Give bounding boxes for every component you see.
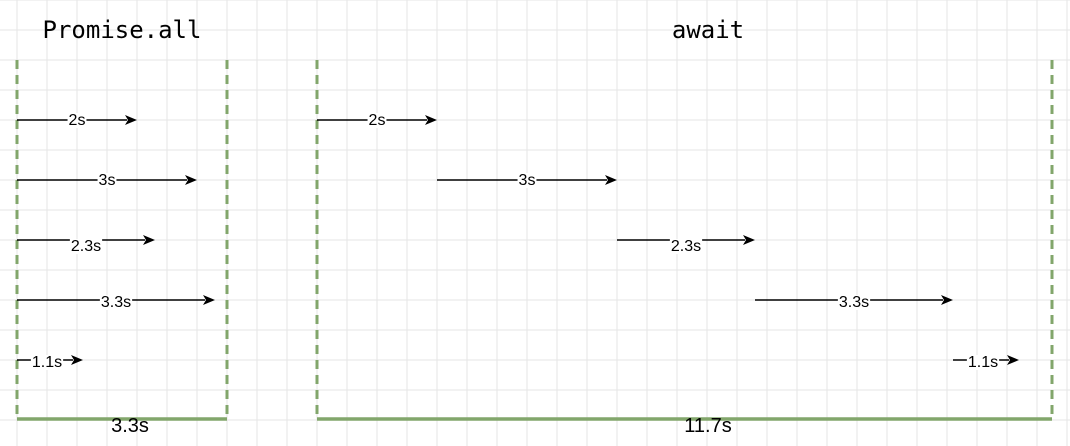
promise-all-arrows: 2s 3s 2.3s 3.3s 1.1s: [17, 112, 215, 371]
arrow-duration-label: 2.3s: [71, 238, 101, 255]
arrow-duration-label: 2.3s: [671, 238, 701, 255]
arrow-duration-label: 3.3s: [101, 294, 131, 311]
arrow-label-background: [669, 239, 703, 254]
arrow-duration-label: 3.3s: [839, 294, 869, 311]
duration-arrow: 3.3s: [17, 294, 215, 311]
arrow-duration-label: 1.1s: [32, 354, 62, 371]
arrow-label-background: [517, 173, 537, 188]
duration-arrow: 1.1s: [17, 354, 83, 371]
arrow-label-background: [69, 239, 103, 254]
arrow-head: [605, 175, 617, 185]
arrow-duration-label: 3s: [519, 172, 536, 189]
duration-arrow: 3s: [437, 172, 617, 189]
arrow-label-background: [30, 355, 64, 370]
duration-arrow: 2.3s: [17, 235, 155, 255]
duration-arrow: 3s: [17, 172, 197, 189]
arrow-duration-label: 2s: [369, 112, 386, 129]
arrow-head: [941, 295, 953, 305]
arrow-label-background: [966, 355, 1000, 370]
promise-all-total-label: 3.3s: [111, 415, 149, 437]
await-title: await: [672, 16, 744, 44]
arrow-label-background: [99, 295, 133, 310]
await-arrows: 2s 3s 2.3s 3.3s 1.1s: [317, 112, 1019, 371]
arrow-head: [71, 355, 83, 365]
duration-arrow: 1.1s: [953, 354, 1019, 371]
arrow-label-background: [67, 113, 87, 128]
promise-all-section: Promise.all 2s 3s 2.3s 3.3s 1.1s 3.3s: [15, 16, 229, 437]
duration-arrow: 2s: [17, 112, 137, 129]
arrow-head: [1007, 355, 1019, 365]
duration-arrow: 2.3s: [617, 235, 755, 255]
arrow-head: [185, 175, 197, 185]
duration-arrow: 3.3s: [755, 294, 953, 311]
arrow-label-background: [97, 173, 117, 188]
arrow-label-background: [367, 113, 387, 128]
arrow-head: [203, 295, 215, 305]
arrow-head: [143, 235, 155, 245]
arrow-duration-label: 3s: [99, 172, 116, 189]
arrow-head: [425, 115, 437, 125]
await-total-label: 11.7s: [684, 415, 731, 437]
arrow-head: [743, 235, 755, 245]
arrow-duration-label: 2s: [69, 112, 86, 129]
duration-arrow: 2s: [317, 112, 437, 129]
await-section: await 2s 3s 2.3s 3.3s 1.1s 11.7s: [315, 16, 1054, 437]
arrow-duration-label: 1.1s: [968, 354, 998, 371]
arrow-label-background: [837, 295, 871, 310]
promise-all-title: Promise.all: [43, 16, 202, 44]
arrow-head: [125, 115, 137, 125]
